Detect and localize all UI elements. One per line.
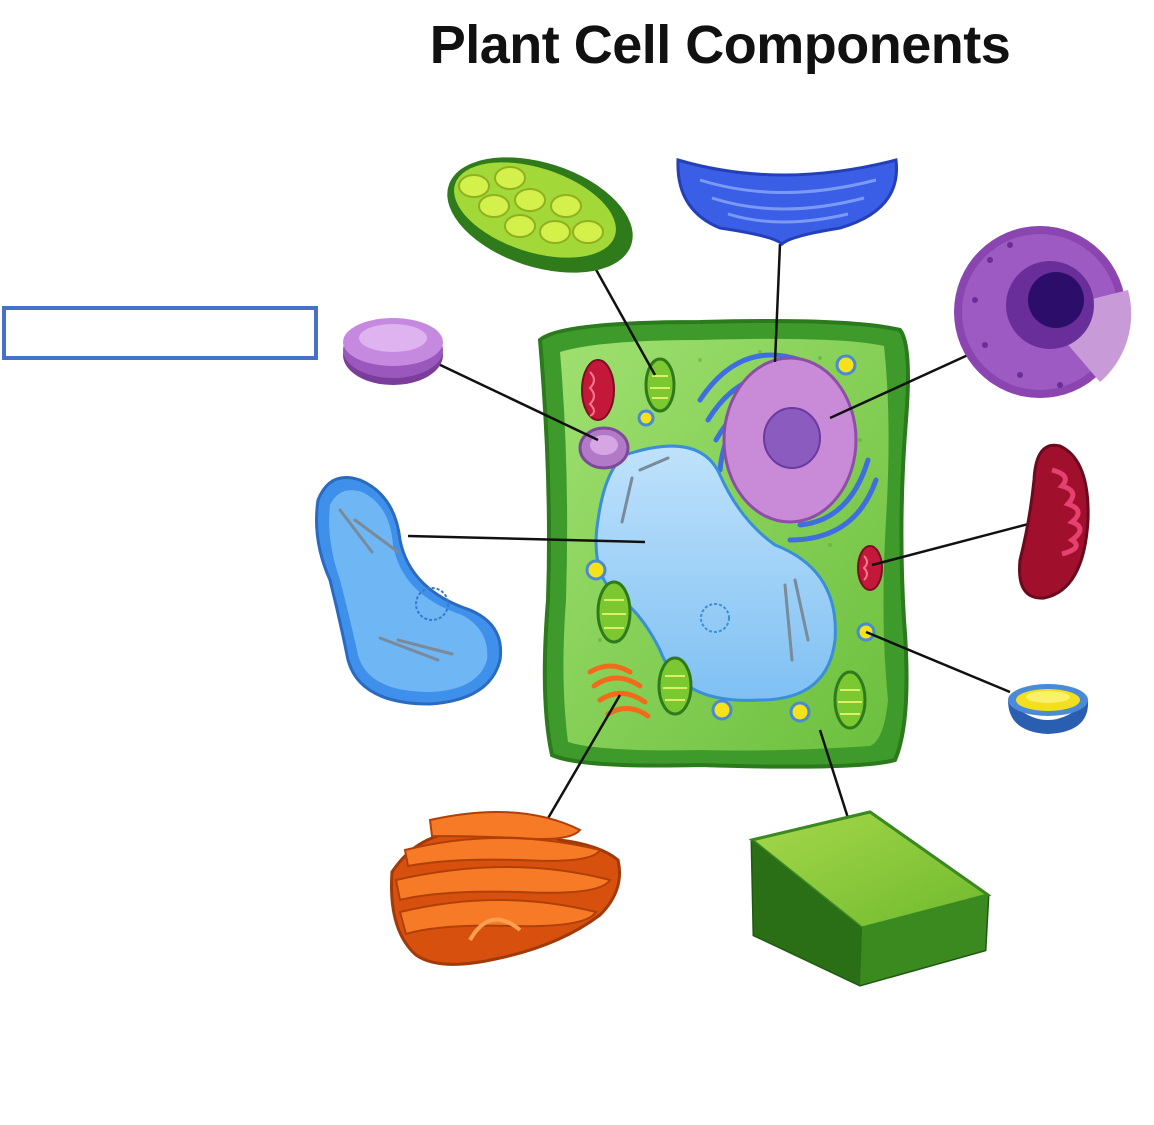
vacuole-illustration: [317, 478, 501, 705]
nucleolus: [764, 408, 820, 468]
plant-cell: [540, 321, 908, 767]
cell-mitochondrion-2: [858, 546, 882, 590]
nucleus-illustration: [954, 226, 1131, 398]
endoplasmic-reticulum-illustration: [392, 812, 620, 964]
amyloplast-illustration: [1008, 684, 1088, 734]
chloroplast-illustration: [433, 136, 648, 294]
cell-mitochondrion-1: [582, 360, 614, 420]
vesicle-illustration: [343, 318, 443, 385]
mitochondrion-illustration: [1020, 445, 1089, 598]
golgi-apparatus-illustration: [678, 160, 897, 244]
cell-wall-illustration: [752, 812, 988, 985]
